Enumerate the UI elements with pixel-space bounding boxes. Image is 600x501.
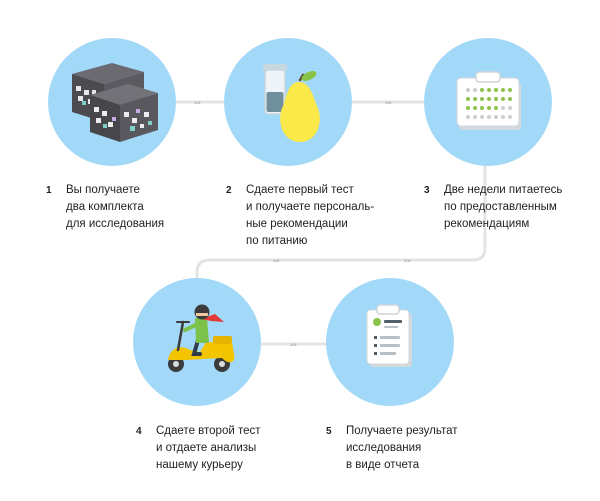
calendar-day-dot (473, 106, 477, 110)
calendar-day-dot (494, 88, 498, 92)
calendar-day-dot (487, 88, 491, 92)
step-description-line: исследования (346, 442, 422, 454)
step-description-line: по питанию (246, 235, 308, 247)
step-number: 1 (46, 185, 52, 196)
step-description: Две недели питаетесь по предоставленным … (444, 182, 562, 233)
step-description-line: Вы получаете (66, 184, 140, 196)
step-number: 2 (226, 185, 232, 196)
connectors (173, 100, 487, 346)
step-description: Сдаете второй тест и отдаете анализы наш… (156, 423, 261, 474)
step-description-line: Сдаете первый тест (246, 184, 354, 196)
calendar-day-dot (494, 106, 498, 110)
calendar-day-dot (501, 88, 505, 92)
calendar-day-dot (480, 106, 484, 110)
calendar-day-dot (466, 97, 470, 101)
calendar-day-dot (487, 97, 491, 101)
step-description-line: нашему курьеру (156, 459, 243, 471)
calendar-day-dot (508, 88, 512, 92)
connector-3-4 (195, 163, 487, 286)
calendar-day-dot (473, 97, 477, 101)
calendar-day-dot (501, 115, 505, 119)
connector-marker: »» (194, 101, 201, 107)
step-description: Вы получаете два комплекта для исследова… (66, 182, 164, 233)
report-clipboard-icon (366, 304, 412, 367)
calendar-day-dot (508, 106, 512, 110)
calendar-day-dot (487, 115, 491, 119)
step-description: Получаете результат исследования в виде … (346, 423, 458, 474)
step-description: Сдаете первый тест и получаете персональ… (246, 182, 374, 250)
calendar-day-dot (480, 115, 484, 119)
connector-marker: »» (290, 343, 297, 349)
calendar-day-dot (466, 106, 470, 110)
step-description-line: для исследования (66, 218, 165, 230)
connector-marker: »» (404, 259, 411, 265)
step-description-line: Получаете результат (346, 425, 458, 437)
step-description-line: по предоставленным (444, 201, 557, 213)
calendar-day-dot (480, 88, 484, 92)
step-description-line: и отдаете анализы (156, 442, 257, 454)
calendar-day-dot (501, 97, 505, 101)
courier-scooter-icon (168, 304, 235, 372)
calendar-day-dot (494, 115, 498, 119)
test-kits-icon (72, 63, 158, 142)
connector-marker: »» (273, 259, 280, 265)
connector-markers: »» »» »» »» »» (194, 101, 411, 349)
calendar-icon (456, 71, 521, 130)
calendar-day-dot (473, 115, 477, 119)
step-number: 3 (424, 185, 430, 196)
calendar-day-dot (501, 106, 505, 110)
step-description-line: Сдаете второй тест (156, 425, 261, 437)
step-description-line: ные рекомендации (246, 218, 348, 230)
step-description-line: рекомендациям (444, 218, 530, 230)
test-tube-pear-icon (263, 64, 320, 142)
connector-marker: »» (385, 101, 392, 107)
step-description-line: два комплекта (66, 201, 144, 213)
step-description-line: и получаете персональ- (246, 201, 375, 213)
step-number: 5 (326, 426, 332, 437)
calendar-day-dot (480, 97, 484, 101)
step-description-line: в виде отчета (346, 459, 420, 471)
calendar-day-dot (473, 88, 477, 92)
calendar-day-dot (494, 97, 498, 101)
step-description-line: Две недели питаетесь (444, 184, 563, 196)
calendar-day-dot (466, 88, 470, 92)
calendar-day-dot (466, 115, 470, 119)
calendar-day-dot (487, 106, 491, 110)
step-number: 4 (136, 426, 142, 437)
calendar-day-dot (508, 97, 512, 101)
calendar-day-dot (508, 115, 512, 119)
